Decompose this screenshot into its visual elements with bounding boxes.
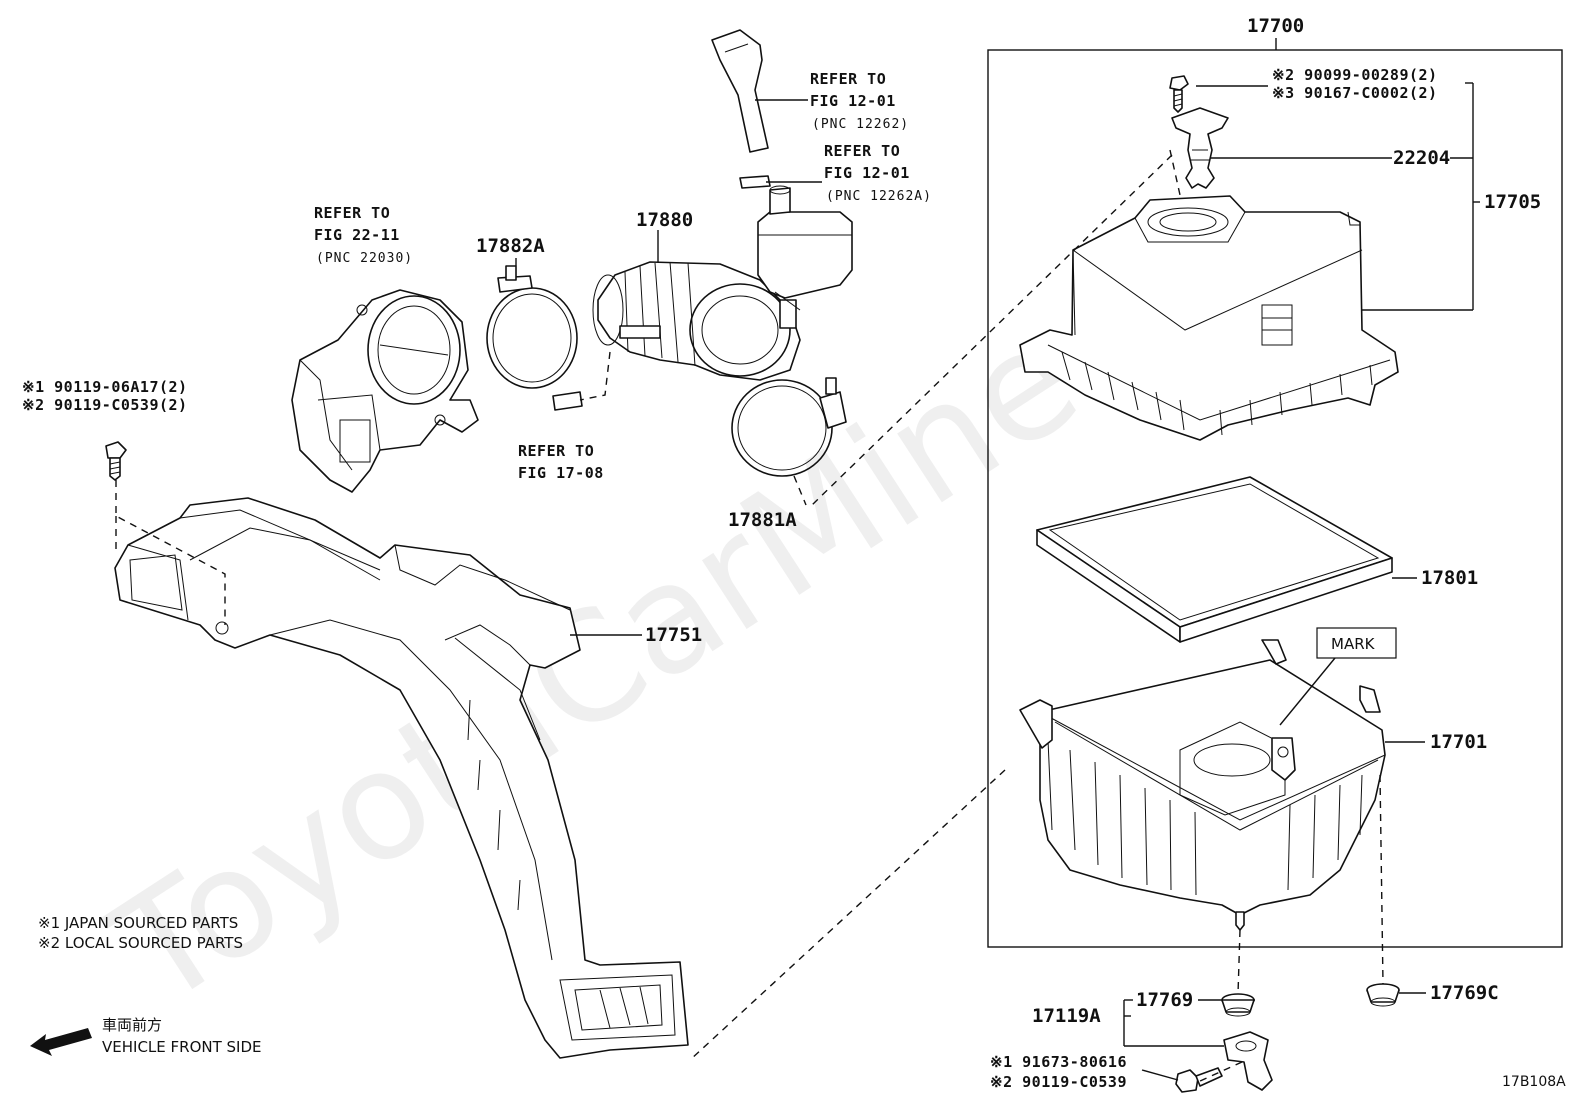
air-cleaner-cap xyxy=(1019,195,1399,441)
vacuum-pipe xyxy=(552,391,583,411)
ref-fig1201b-line3: (PNC 12262A) xyxy=(826,189,932,204)
bolt-ref-bottom-a: ※1 91673-80616 xyxy=(990,1053,1127,1071)
bolt-left-icon xyxy=(105,441,127,481)
label-17701: 17701 xyxy=(1430,731,1487,753)
resonator xyxy=(757,185,853,311)
ref-fig2211-line1: REFER TO xyxy=(314,204,390,222)
clamp-17882a xyxy=(486,265,578,389)
bracket-17119a xyxy=(1223,1031,1273,1091)
direction-japanese: 車両前方 xyxy=(102,1016,162,1034)
grommet-17769c xyxy=(1366,983,1400,1007)
label-22204: 22204 xyxy=(1393,147,1450,169)
bolt-ref-left-b: ※2 90119-C0539(2) xyxy=(22,396,188,414)
bolt-icon xyxy=(1169,75,1189,113)
intake-duct-17751 xyxy=(114,497,689,1059)
label-17769c: 17769C xyxy=(1430,982,1499,1004)
ref-fig2211-line2: FIG 22-11 xyxy=(314,226,400,244)
sensor-22204 xyxy=(1171,107,1229,189)
label-17881a: 17881A xyxy=(728,509,797,531)
direction-english: VEHICLE FRONT SIDE xyxy=(102,1038,262,1056)
label-17705: 17705 xyxy=(1484,191,1541,213)
label-17882a: 17882A xyxy=(476,235,545,257)
air-cleaner-case-17701 xyxy=(1019,639,1386,931)
label-17119a: 17119A xyxy=(1032,1005,1101,1027)
grommet-17769 xyxy=(1221,993,1255,1017)
bolt-ref-top-b: ※3 90167-C0002(2) xyxy=(1272,84,1438,102)
legend-line2: ※2 LOCAL SOURCED PARTS xyxy=(38,934,243,952)
throttle-body xyxy=(291,289,479,493)
clamp-17881a xyxy=(731,377,847,477)
bolt-bottom-icon xyxy=(1175,1067,1223,1093)
air-filter-17801 xyxy=(1036,476,1393,643)
intake-hose-17880 xyxy=(592,261,801,381)
ref-fig1201b-line1: REFER TO xyxy=(824,142,900,160)
bolt-ref-left-a: ※1 90119-06A17(2) xyxy=(22,378,188,396)
ref-fig1708-line1: REFER TO xyxy=(518,442,594,460)
label-17880: 17880 xyxy=(636,209,693,231)
label-17700: 17700 xyxy=(1247,15,1304,37)
legend-line1: ※1 JAPAN SOURCED PARTS xyxy=(38,914,238,932)
label-17751: 17751 xyxy=(645,624,702,646)
mark-label: MARK xyxy=(1331,635,1376,653)
bolt-ref-bottom-b: ※2 90119-C0539 xyxy=(990,1073,1127,1091)
ref-fig1201a-line1: REFER TO xyxy=(810,70,886,88)
mark-callout-box xyxy=(1316,627,1397,659)
label-17801: 17801 xyxy=(1421,567,1478,589)
ref-fig1201a-line2: FIG 12-01 xyxy=(810,92,896,110)
diagram-code: 17B108A xyxy=(1502,1074,1566,1090)
assembly-box-17700 xyxy=(987,49,1563,948)
ref-fig1201b-line2: FIG 12-01 xyxy=(824,164,910,182)
ref-fig2211-line3: (PNC 22030) xyxy=(316,251,413,266)
ref-fig1708-line2: FIG 17-08 xyxy=(518,464,604,482)
bolt-ref-top-a: ※2 90099-00289(2) xyxy=(1272,66,1438,84)
ref-fig1201a-line3: (PNC 12262) xyxy=(812,117,909,132)
arrow-left-icon xyxy=(30,1028,92,1056)
label-17769: 17769 xyxy=(1136,989,1193,1011)
breather-hose xyxy=(711,29,771,189)
